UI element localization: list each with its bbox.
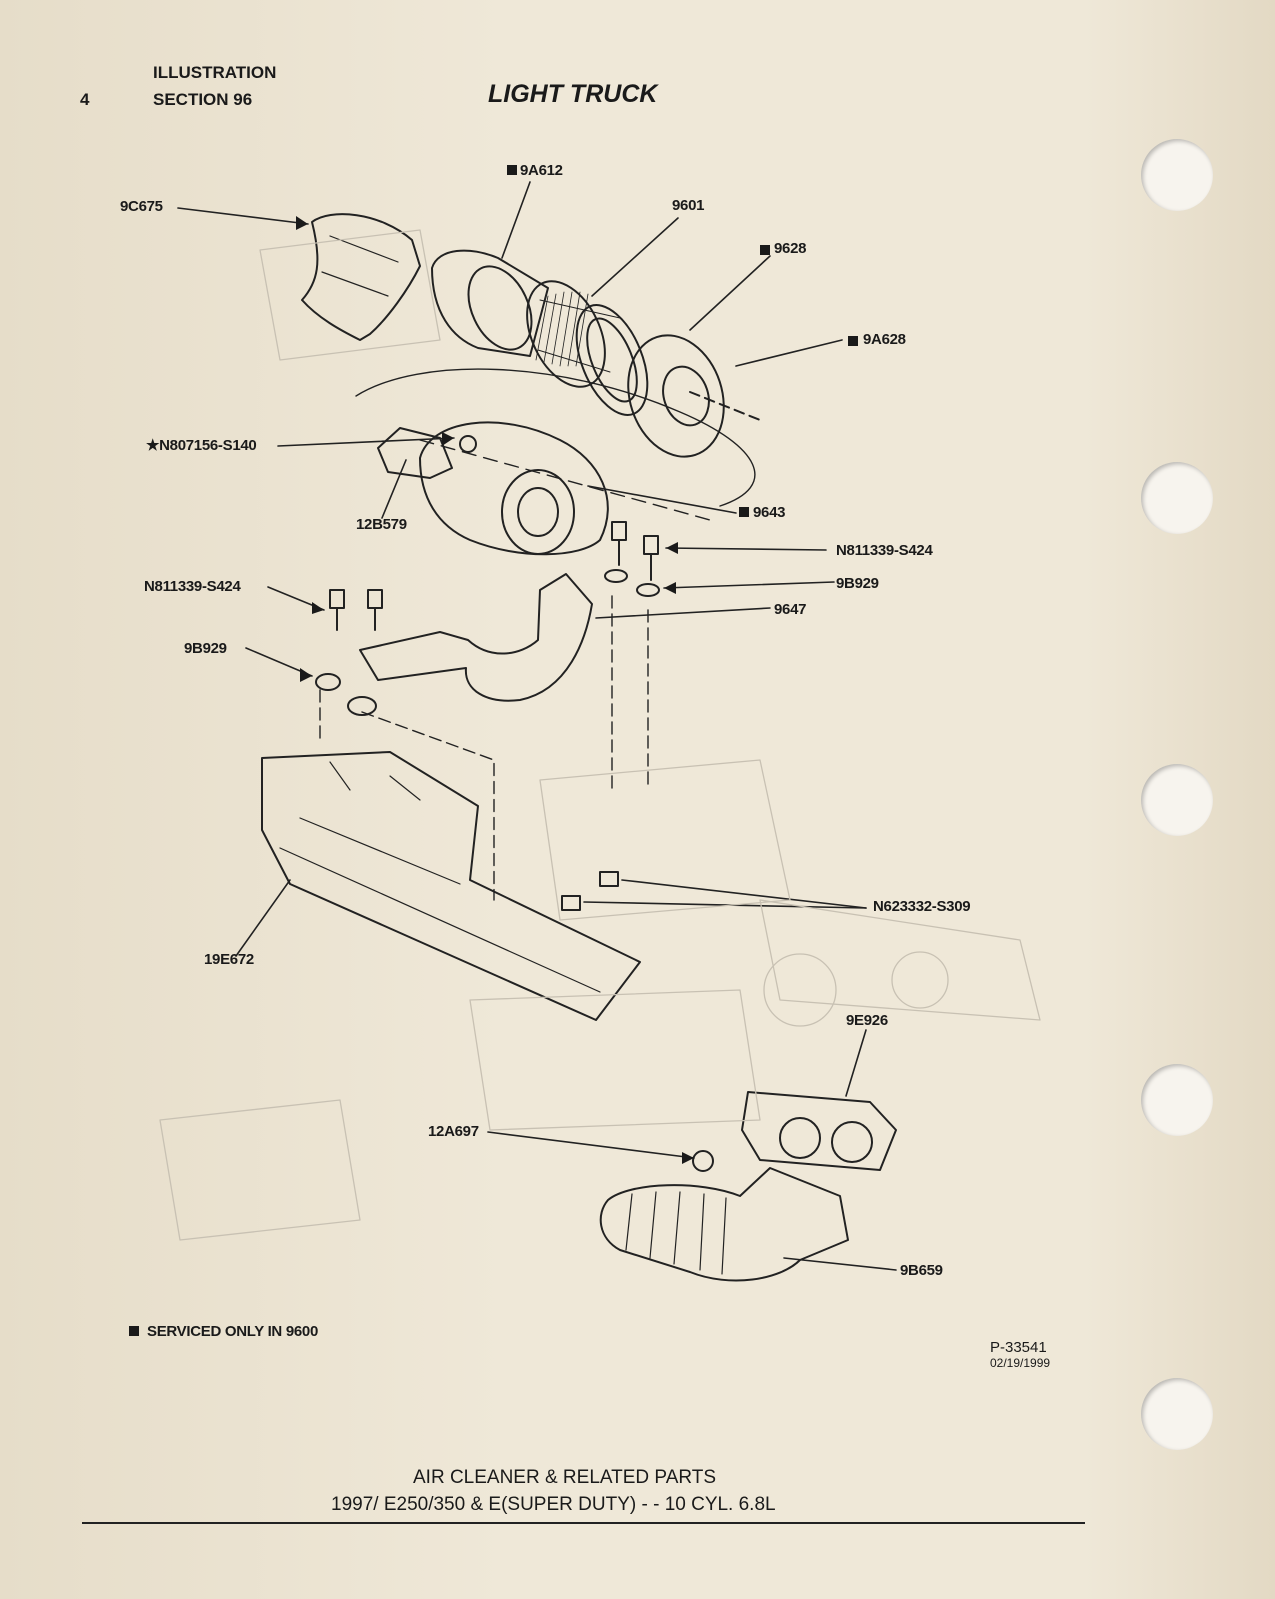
label-12b579: 12B579	[356, 516, 407, 533]
part-9647-bracket	[359, 573, 593, 702]
part-9b659-duct	[599, 1167, 849, 1282]
part-12a697-fitting	[692, 1150, 714, 1172]
label-19e672: 19E672	[204, 951, 254, 968]
binder-hole	[1141, 764, 1213, 836]
part-9e926-adapter	[741, 1091, 897, 1171]
label-n623332-s309: N623332-S309	[873, 898, 971, 915]
binder-hole	[1141, 1378, 1213, 1450]
part-9643-housing	[419, 421, 609, 556]
label-9643: 9643	[753, 504, 786, 521]
label-9b659: 9B659	[900, 1262, 943, 1279]
clip-n623332	[599, 871, 619, 887]
label-12a697: 12A697	[428, 1123, 479, 1140]
part-9a612-cover	[431, 249, 549, 357]
part-12b579-sensor	[377, 427, 453, 479]
page-number: 4	[80, 90, 90, 109]
binder-hole	[1141, 1064, 1213, 1136]
part-code: P-33541	[990, 1339, 1047, 1356]
label-9e926: 9E926	[846, 1012, 888, 1029]
illustration-label: ILLUSTRATION	[153, 63, 277, 82]
label-9a612: 9A612	[520, 162, 563, 179]
label-9601: 9601	[672, 197, 705, 214]
label-9b929-lower: 9B929	[184, 640, 227, 657]
label-9b929-upper: 9B929	[836, 575, 879, 592]
revision-date: 02/19/1999	[990, 1356, 1051, 1370]
label-9a628: 9A628	[863, 331, 906, 348]
section-label: SECTION 96	[153, 90, 253, 109]
label-n811339-s424-upper: N811339-S424	[836, 542, 933, 559]
caption-line-1: AIR CLEANER & RELATED PARTS	[413, 1467, 717, 1488]
label-n807156-s140: ★N807156-S140	[146, 437, 257, 454]
label-n811339-s424-lower: N811339-S424	[144, 578, 241, 595]
binder-hole	[1141, 139, 1213, 211]
clip-n623332	[561, 895, 581, 911]
part-9a628-gasket	[627, 334, 725, 458]
label-9c675: 9C675	[120, 198, 163, 215]
bolts-n811339-lower	[315, 589, 383, 716]
part-9c675-tube	[301, 213, 421, 341]
part-19e672-tray	[261, 751, 641, 1021]
binder-hole	[1141, 462, 1213, 534]
label-9628: 9628	[774, 240, 807, 257]
page-title: LIGHT TRUCK	[488, 80, 658, 108]
label-9647: 9647	[774, 601, 807, 618]
legend-serviced-only: SERVICED ONLY IN 9600	[147, 1323, 319, 1340]
caption-line-2: 1997/ E250/350 & E(SUPER DUTY) - - 10 CY…	[331, 1494, 776, 1515]
serviced-markers	[129, 165, 858, 1336]
part-9601-filter	[526, 280, 606, 388]
bolts-n811339-upper	[604, 521, 660, 597]
